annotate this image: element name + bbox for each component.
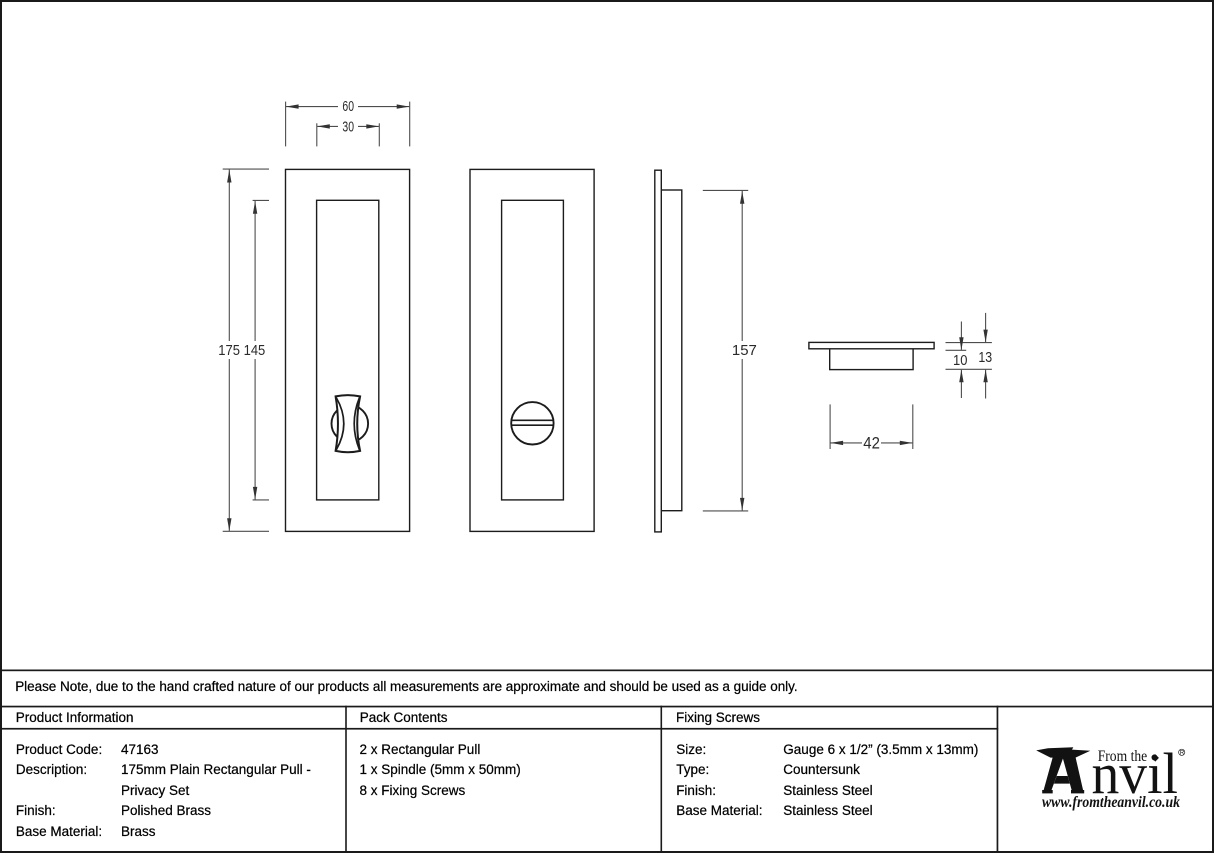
- svg-text:www.fromtheanvil.co.uk: www.fromtheanvil.co.uk: [1042, 794, 1180, 811]
- svg-text:10: 10: [953, 353, 967, 369]
- svg-text:42: 42: [863, 435, 880, 453]
- svg-text:175 145: 175 145: [218, 343, 265, 359]
- svg-text:60: 60: [342, 99, 354, 115]
- svg-text:R: R: [1180, 751, 1185, 757]
- svg-text:From the: From the: [1098, 748, 1148, 765]
- svg-text:13: 13: [978, 350, 992, 366]
- svg-text:nvil: nvil: [1092, 741, 1179, 806]
- svg-text:30: 30: [342, 119, 354, 135]
- svg-text:157: 157: [732, 343, 757, 359]
